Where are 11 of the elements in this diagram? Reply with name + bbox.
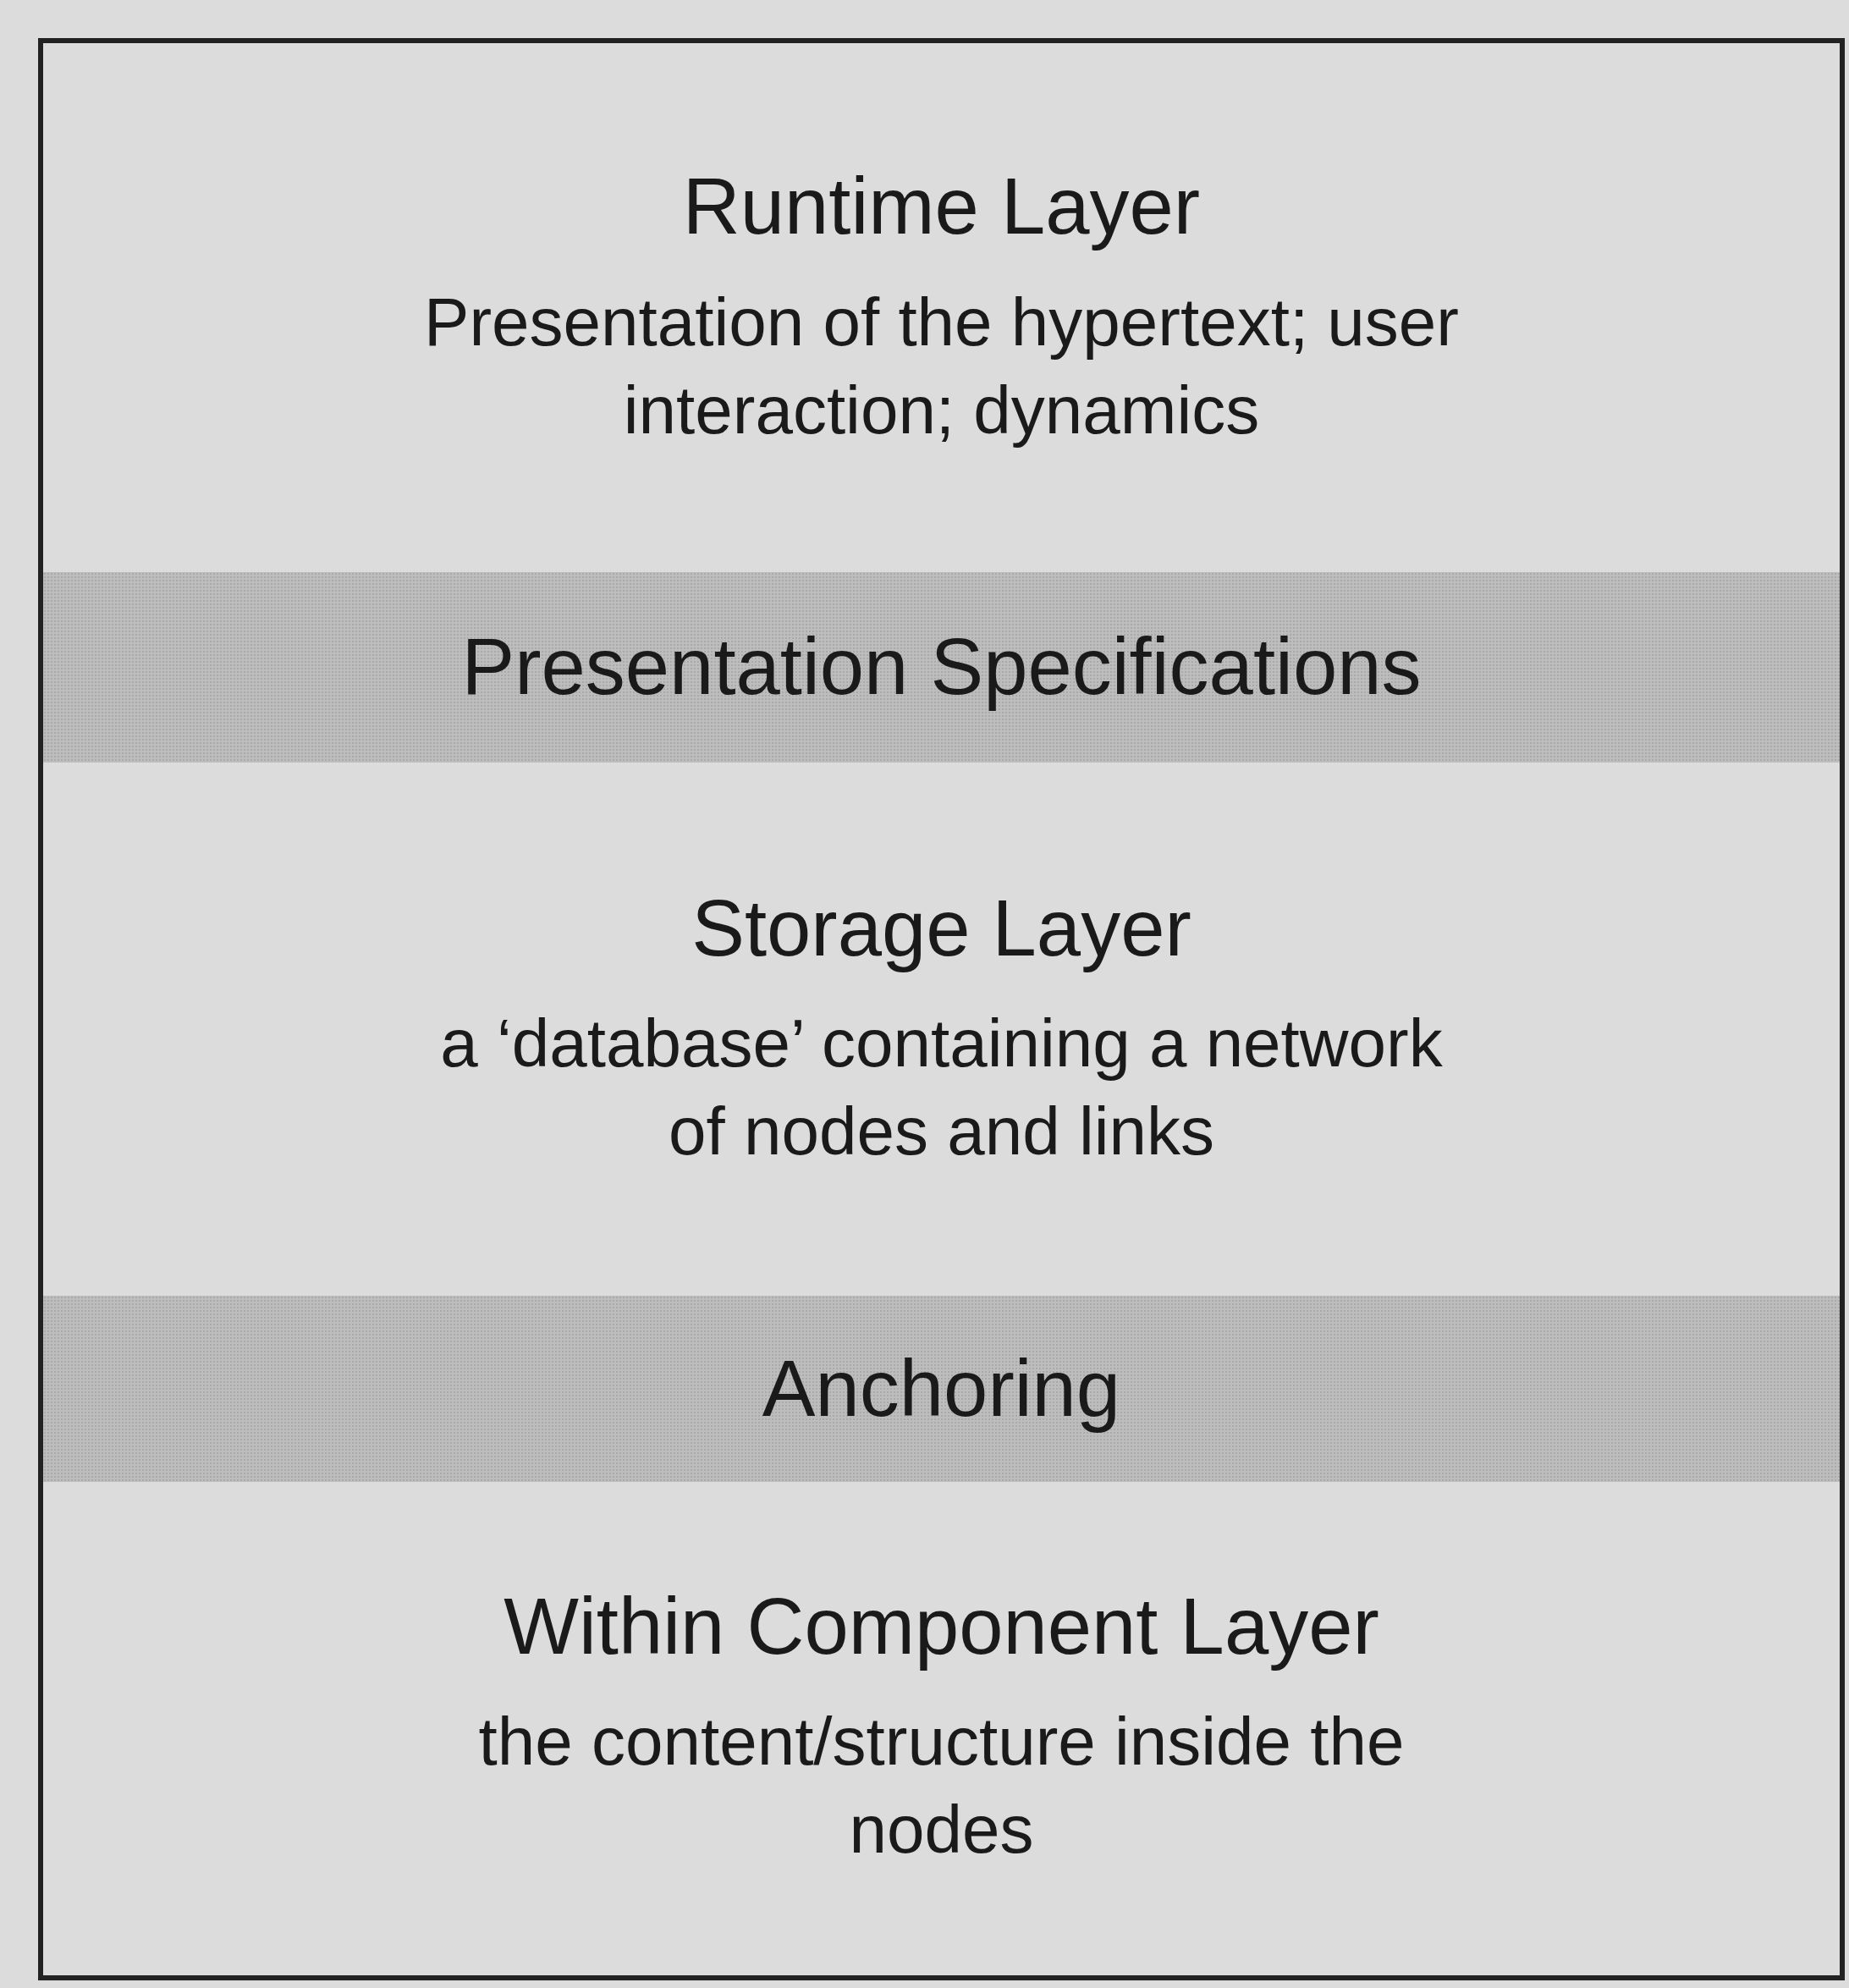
layer-band	[43, 1296, 1840, 1482]
layer-description: a ‘database’ containing a network of nodes and links	[439, 1005, 1444, 1171]
layer-description: the content/structure inside the nodes	[477, 1703, 1406, 1870]
layer-description: Presentation of the hypertext; user interaction; dynamics	[423, 283, 1460, 449]
layer-title: Anchoring	[762, 1342, 1121, 1435]
diagram-frame	[38, 38, 1845, 1980]
layer-band	[43, 572, 1840, 763]
layer-title: Within Component Layer	[504, 1580, 1379, 1672]
layer-title: Runtime Layer	[682, 161, 1201, 253]
layer-title: Presentation Specifications	[461, 621, 1422, 713]
layer-title: Storage Layer	[691, 882, 1191, 974]
